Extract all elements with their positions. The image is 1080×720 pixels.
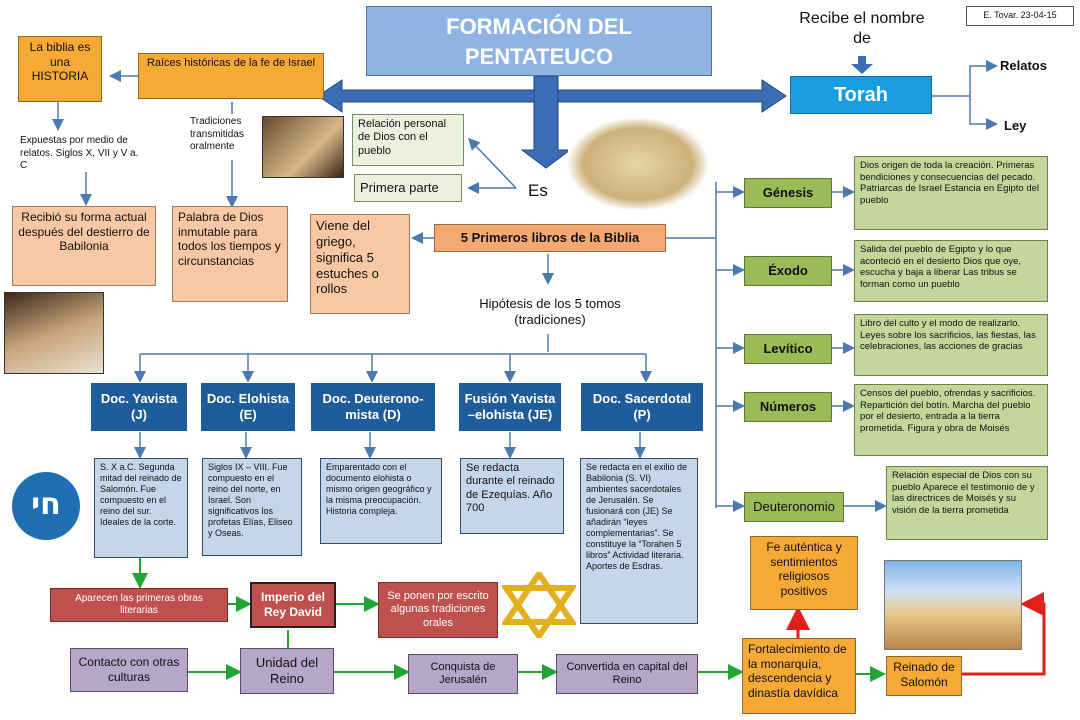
book-deuteronomio-desc: Relación especial de Dios con su pueblo … — [886, 466, 1048, 540]
book-genesis-desc: Dios origen de toda la creación. Primera… — [854, 156, 1048, 230]
book-numeros-desc: Censos del pueblo, ofrendas y sacrificio… — [854, 384, 1048, 456]
conquista-box: Conquista de Jerusalén — [408, 654, 518, 694]
down-arrow — [520, 75, 572, 169]
hipotesis-text: Hipótesis de los 5 tomos (tradiciones) — [479, 296, 621, 328]
book-numeros: Números — [744, 392, 832, 422]
book-deuteronomio: Deuteronomio — [744, 492, 844, 522]
moses-tablets-image — [262, 116, 344, 178]
contacto-box: Contacto con otras culturas — [70, 648, 188, 692]
doc-sacerdotal: Doc. Sacerdotal (P) — [580, 382, 704, 432]
doc-deuteronomista-desc: Emparentado con el documento elohista o … — [320, 458, 442, 544]
doc-fusion-desc: Se redacta durante el reinado de Ezequía… — [460, 458, 564, 534]
torah-box: Torah — [790, 76, 932, 114]
cinco-libros-box: 5 Primeros libros de la Biblia — [434, 224, 666, 252]
title-box: FORMACIÓN DEL PENTATEUCO — [366, 6, 712, 76]
aparecen-box: Aparecen las primeras obras literarias — [50, 588, 228, 622]
scribe-image — [4, 292, 104, 374]
title-line-2: PENTATEUCO — [464, 44, 614, 69]
primera-box: Primera parte — [354, 174, 462, 202]
doc-elohista: Doc. Elohista (E) — [200, 382, 296, 432]
relacion-box: Relación personal de Dios con el pueblo — [352, 114, 464, 166]
doc-fusion: Fusión Yavista –elohista (JE) — [458, 382, 562, 432]
torah-arrow — [851, 56, 873, 74]
palabra-box: Palabra de Dios inmutable para todos los… — [172, 206, 288, 302]
tradiciones-text: Tradiciones transmitidas oralmente — [190, 116, 244, 152]
expuestas-text: Expuestas por medio de relatos. Siglos X… — [20, 135, 139, 171]
doc-yavista: Doc. Yavista (J) — [90, 382, 188, 432]
convertida-box: Convertida en capital del Reino — [556, 654, 698, 694]
book-exodo-desc: Salida del pueblo de Egipto y lo que aco… — [854, 240, 1048, 302]
book-genesis: Génesis — [744, 178, 832, 208]
salomon-box: Reinado de Salomón — [886, 656, 962, 696]
unidad-box: Unidad del Reino — [240, 648, 334, 694]
raices-box: Raíces históricas de la fe de Israel — [138, 53, 324, 99]
recibe-label: Recibe el nombre de — [799, 10, 925, 47]
viene-box: Viene del griego, significa 5 estuches o… — [310, 214, 410, 314]
biblia-historia-box: La biblia es una HISTORIA — [18, 36, 102, 102]
doc-deuteronomista: Doc. Deuterono-mista (D) — [310, 382, 436, 432]
doc-yavista-desc: S. X a.C. Segunda mitad del reinado de S… — [94, 458, 188, 558]
hebrew-chai-icon: חי — [12, 472, 80, 540]
book-levitico: Levítico — [744, 334, 832, 364]
scroll-image — [568, 118, 708, 210]
fe-box: Fe auténtica y sentimientos religiosos p… — [750, 536, 858, 610]
recibio-box: Recibió su forma actual después del dest… — [12, 206, 156, 286]
doc-sacerdotal-desc: Se redacta en el exilio de Babilonia (S.… — [580, 458, 698, 624]
book-exodo: Éxodo — [744, 256, 832, 286]
ley-label: Ley — [1004, 118, 1027, 133]
doc-elohista-desc: Siglos IX – VIII. Fue compuesto en el re… — [202, 458, 302, 556]
author-tag: E. Tovar. 23-04-15 — [966, 6, 1074, 26]
book-levitico-desc: Libro del culto y el modo de realizarlo.… — [854, 314, 1048, 376]
title-line-1: FORMACIÓN DEL — [446, 14, 632, 39]
ponen-box: Se ponen por escrito algunas tradiciones… — [378, 582, 498, 638]
es-label: Es — [528, 181, 548, 200]
star-of-david-icon — [502, 572, 576, 638]
fortalecimiento-box: Fortalecimiento de la monarquía, descend… — [742, 638, 856, 714]
relatos-label: Relatos — [1000, 58, 1047, 73]
temple-image — [884, 560, 1022, 650]
imperio-box: Imperio del Rey David — [250, 582, 336, 628]
